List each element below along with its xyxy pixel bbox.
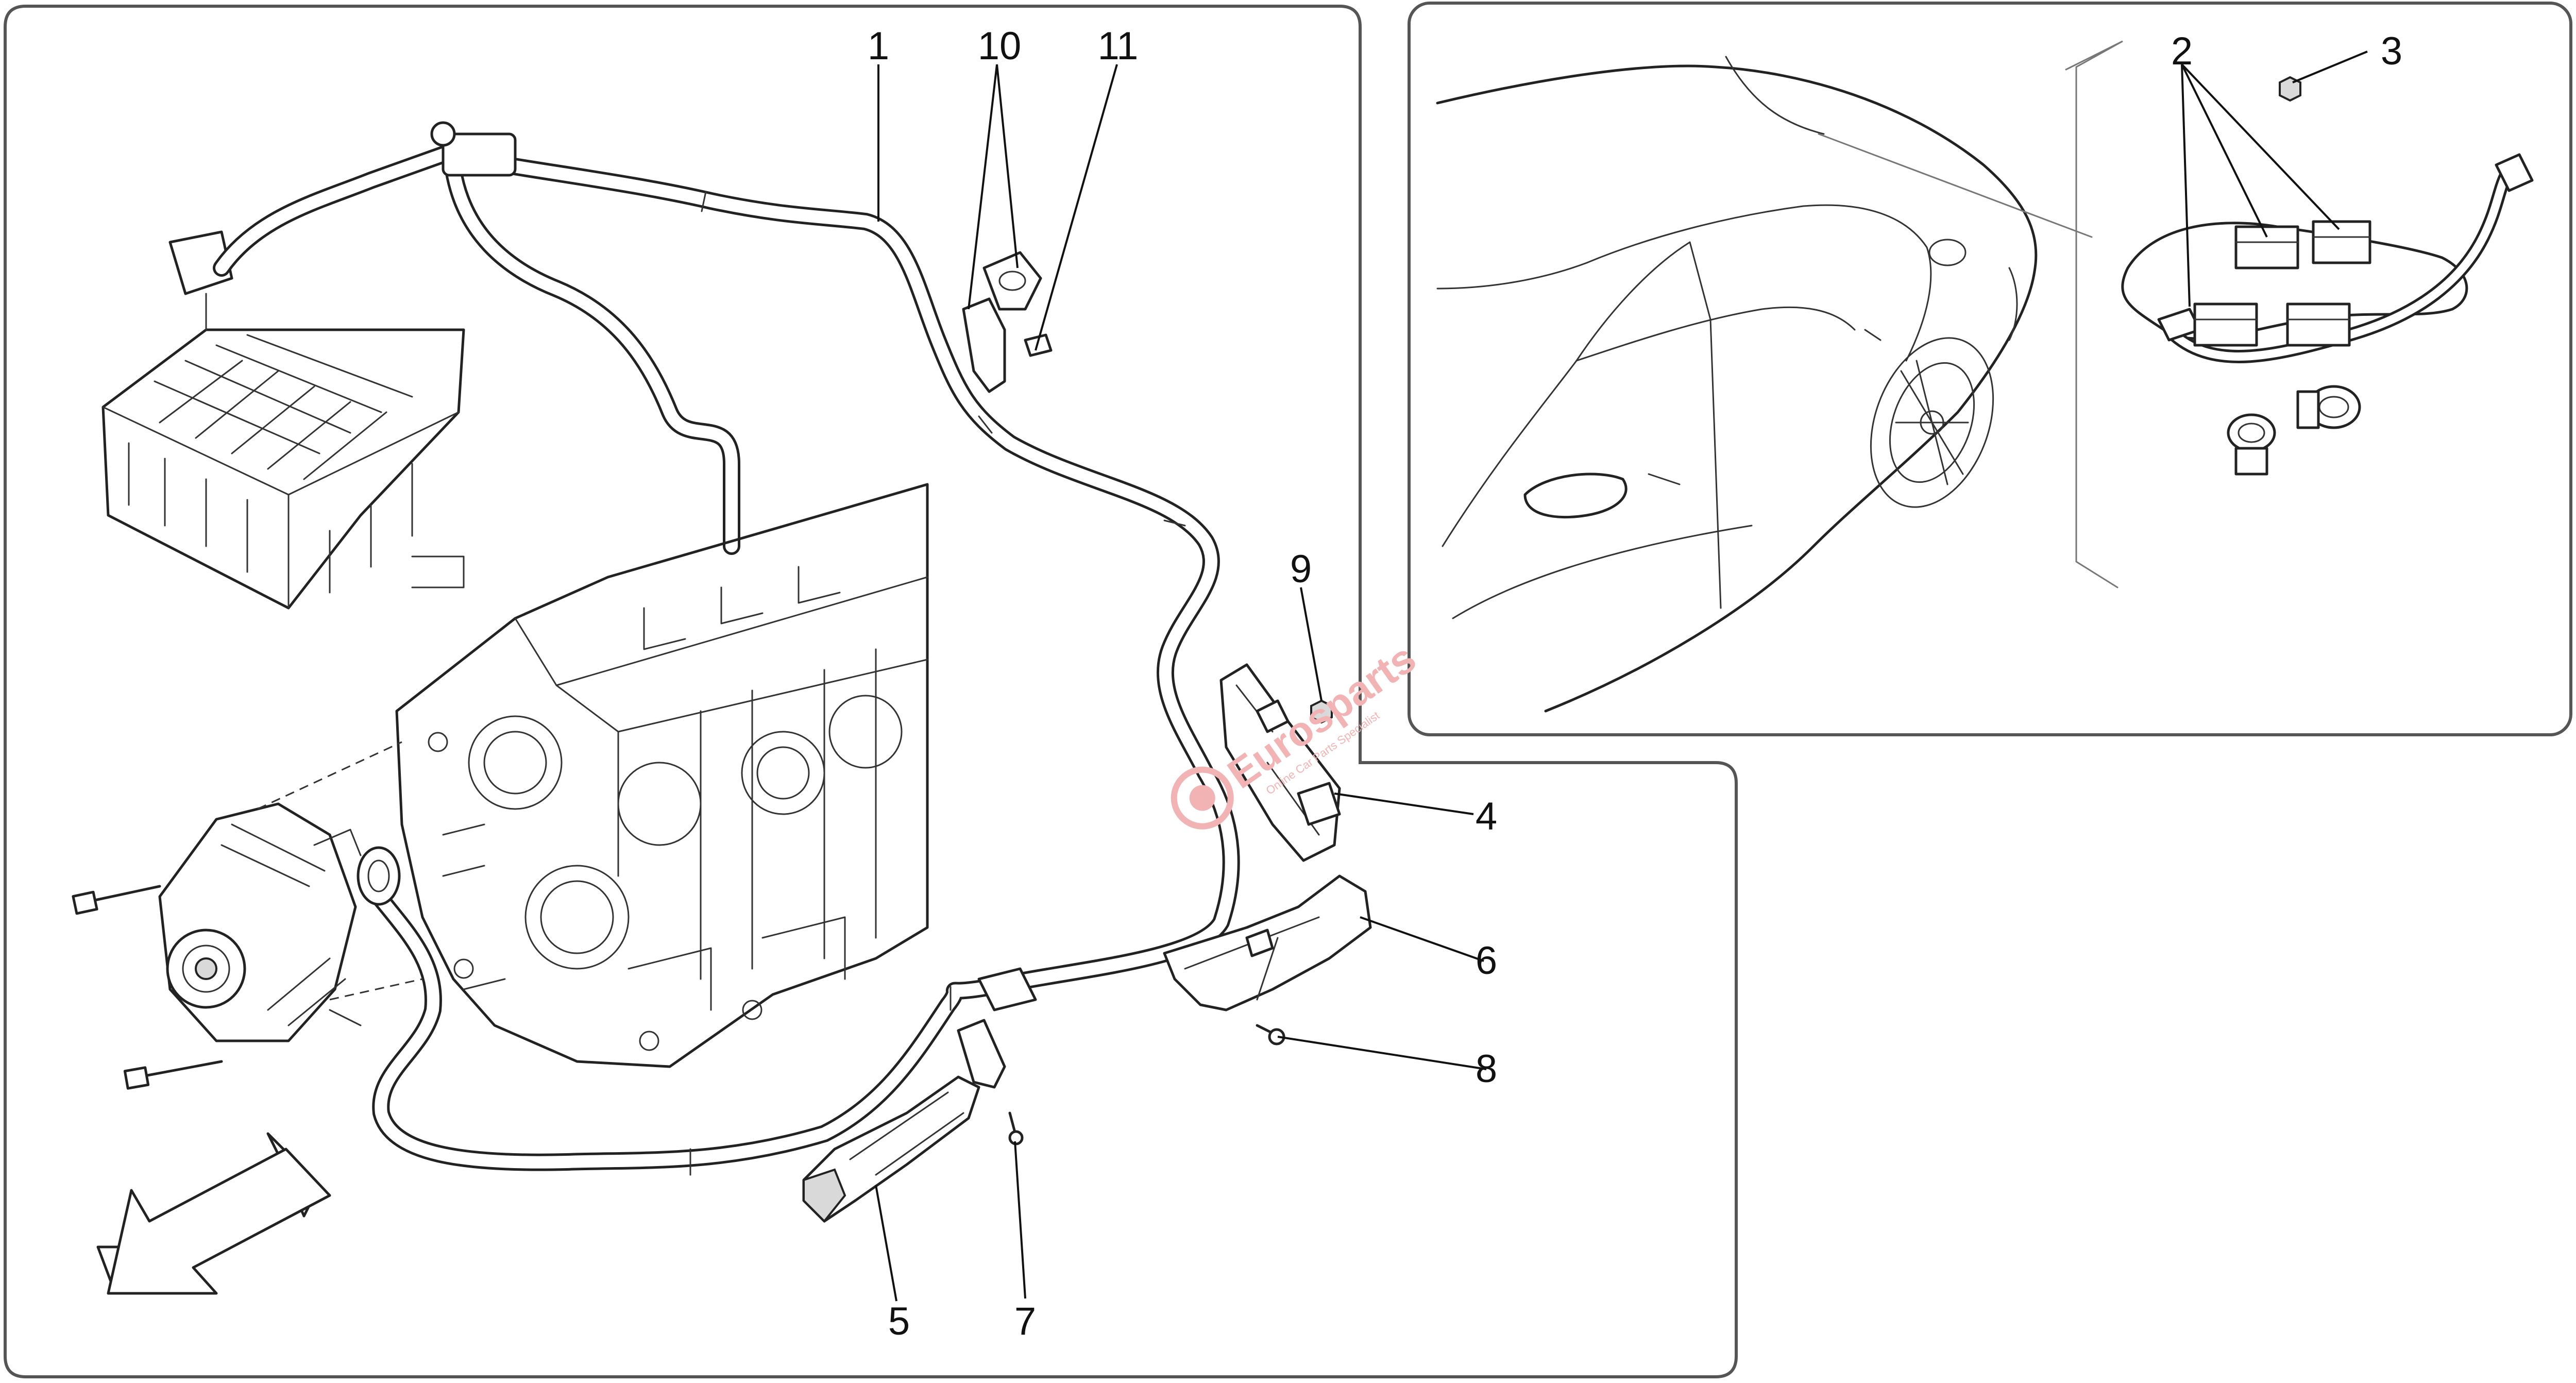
leader-lines: [875, 50, 2368, 1302]
alternator: [158, 802, 362, 1042]
wiring-harness: [213, 121, 1240, 1176]
callout-4: 4: [1476, 795, 1497, 838]
callout-5: 5: [888, 1300, 910, 1343]
fuse-box: [101, 230, 465, 610]
callout-11: 11: [1098, 24, 1139, 68]
vehicle-illustration: [1436, 56, 2038, 713]
callout-10: 10: [978, 24, 1022, 68]
callout-2: 2: [2171, 29, 2193, 73]
callout-8: 8: [1476, 1047, 1497, 1091]
clip-bracket: [962, 251, 1042, 393]
callout-3: 3: [2381, 29, 2402, 73]
callout-numbers: 1 2 3 4 5 6 7 8 9 10 11: [868, 24, 2402, 1343]
engine-block: [395, 483, 929, 1068]
callout-7: 7: [1014, 1300, 1036, 1343]
callout-6: 6: [1476, 939, 1497, 983]
callout-1: 1: [868, 24, 889, 68]
alternator-bolts: [72, 741, 423, 1090]
cover-6: [1163, 874, 1372, 1011]
inset-harness: [2121, 153, 2534, 363]
inset-nut-3: [2279, 76, 2301, 102]
callout-9: 9: [1290, 547, 1312, 591]
direction-arrow-outline: [107, 1148, 331, 1295]
inset-modules: [2193, 220, 2371, 347]
cover-4: [1219, 663, 1341, 862]
inset-clips: [2227, 385, 2361, 476]
bracket-7: [957, 1019, 1024, 1145]
cover-5: [802, 1075, 980, 1223]
inset-zoom-lines: [1818, 40, 2123, 588]
